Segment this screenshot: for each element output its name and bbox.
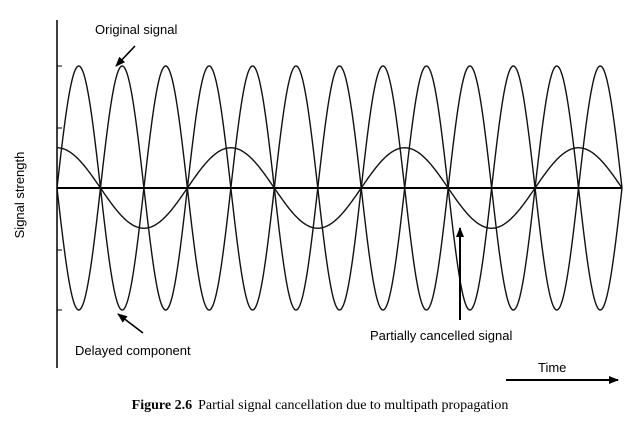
delayed-component-curve xyxy=(56,65,623,311)
partially-cancelled-curve xyxy=(56,146,623,230)
figure-caption: Figure 2.6 Partial signal cancellation du… xyxy=(0,398,640,414)
original-signal-curve xyxy=(56,65,623,311)
delayed-component-arrow xyxy=(117,313,144,334)
x-axis-label: Time xyxy=(538,360,566,375)
original-signal-label: Original signal xyxy=(95,22,177,37)
y-axis-label: Signal strength xyxy=(12,152,27,239)
delayed-component-label: Delayed component xyxy=(75,343,191,358)
original-signal-arrow xyxy=(115,45,136,67)
y-axis-ticks xyxy=(57,65,62,311)
figure-number: Figure 2.6 xyxy=(131,398,193,413)
caption-text: Partial signal cancellation due to multi… xyxy=(198,398,509,413)
partially-cancelled-label: Partially cancelled signal xyxy=(370,328,512,343)
